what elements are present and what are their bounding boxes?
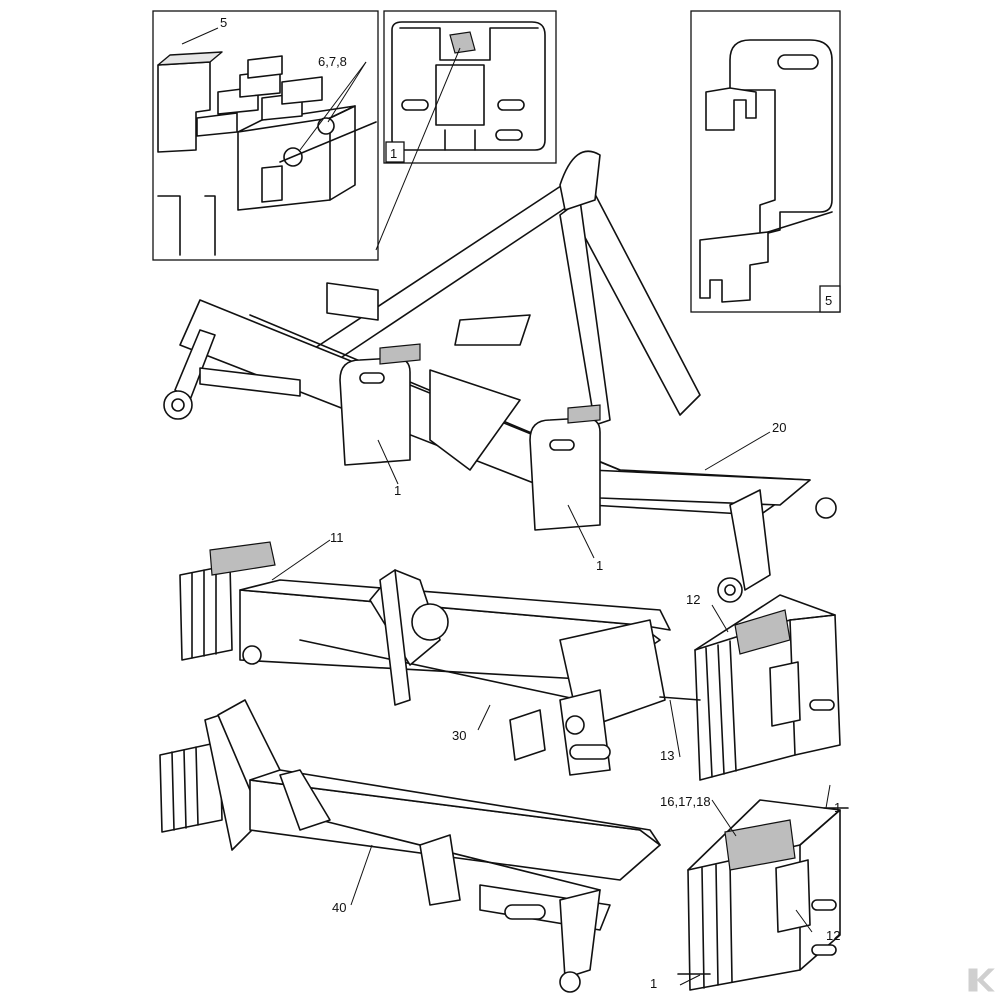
label-detail-a-678: 6,7,8 (318, 54, 347, 69)
weight-assembly-12-upper: 12 13 (659, 592, 841, 781)
label-main-1-left: 1 (394, 483, 401, 498)
label-frame-30: 30 (452, 728, 466, 743)
label-weight-12-lower: 12 (826, 928, 840, 943)
brand-logo (962, 963, 998, 993)
frame-assembly-30: 11 30 (179, 530, 671, 776)
label-main-20: 20 (772, 420, 786, 435)
label-main-1-right: 1 (596, 558, 603, 573)
label-detail-c-5: 5 (825, 293, 832, 308)
label-weight-161718: 16,17,18 (660, 794, 711, 809)
label-frame-40: 40 (332, 900, 346, 915)
detail-view-a: 5 6,7,8 (152, 10, 379, 261)
label-weight-12-upper: 12 (686, 592, 700, 607)
main-frame-assembly: 20 1 1 (163, 150, 837, 603)
label-weight-1-bottom: 1 (650, 976, 657, 991)
label-detail-b-1: 1 (390, 146, 397, 161)
detail-view-b: 1 (375, 10, 557, 251)
weight-assembly-12-lower: 16,17,18 1 12 1 (650, 784, 849, 991)
label-weight-13: 13 (660, 748, 674, 763)
frame-assembly-40: 40 (159, 699, 661, 993)
detail-view-c: 5 (690, 10, 841, 313)
label-weight-1-top: 1 (834, 800, 841, 815)
label-detail-a-5: 5 (220, 15, 227, 30)
label-frame-11: 11 (330, 530, 344, 545)
